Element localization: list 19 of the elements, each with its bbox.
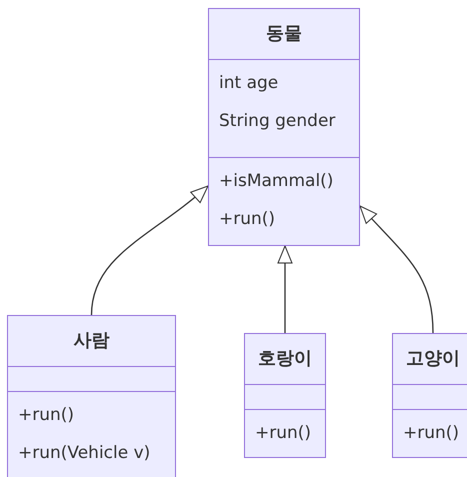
inheritance-arrow (90, 186, 208, 316)
attribute-text: int age (219, 72, 280, 95)
inheritance-arrow (278, 246, 292, 333)
attribute-text: String gender (219, 110, 336, 133)
class-name: 호랑이 (258, 347, 312, 371)
method-text: +run() (403, 422, 460, 445)
class-name: 고양이 (406, 347, 460, 371)
class-box (208, 8, 360, 246)
class-box (7, 315, 176, 477)
class-box (244, 333, 326, 458)
method-text: +run() (219, 208, 276, 231)
class-name: 동물 (266, 22, 302, 46)
method-text: +run() (18, 404, 76, 427)
inheritance-arrow (360, 206, 434, 334)
method-text: +run() (255, 422, 312, 445)
method-text: +run(Vehicle v) (18, 442, 152, 465)
class-name: 사람 (74, 329, 110, 353)
class-box (392, 333, 467, 458)
method-text: +isMammal() (219, 170, 334, 193)
